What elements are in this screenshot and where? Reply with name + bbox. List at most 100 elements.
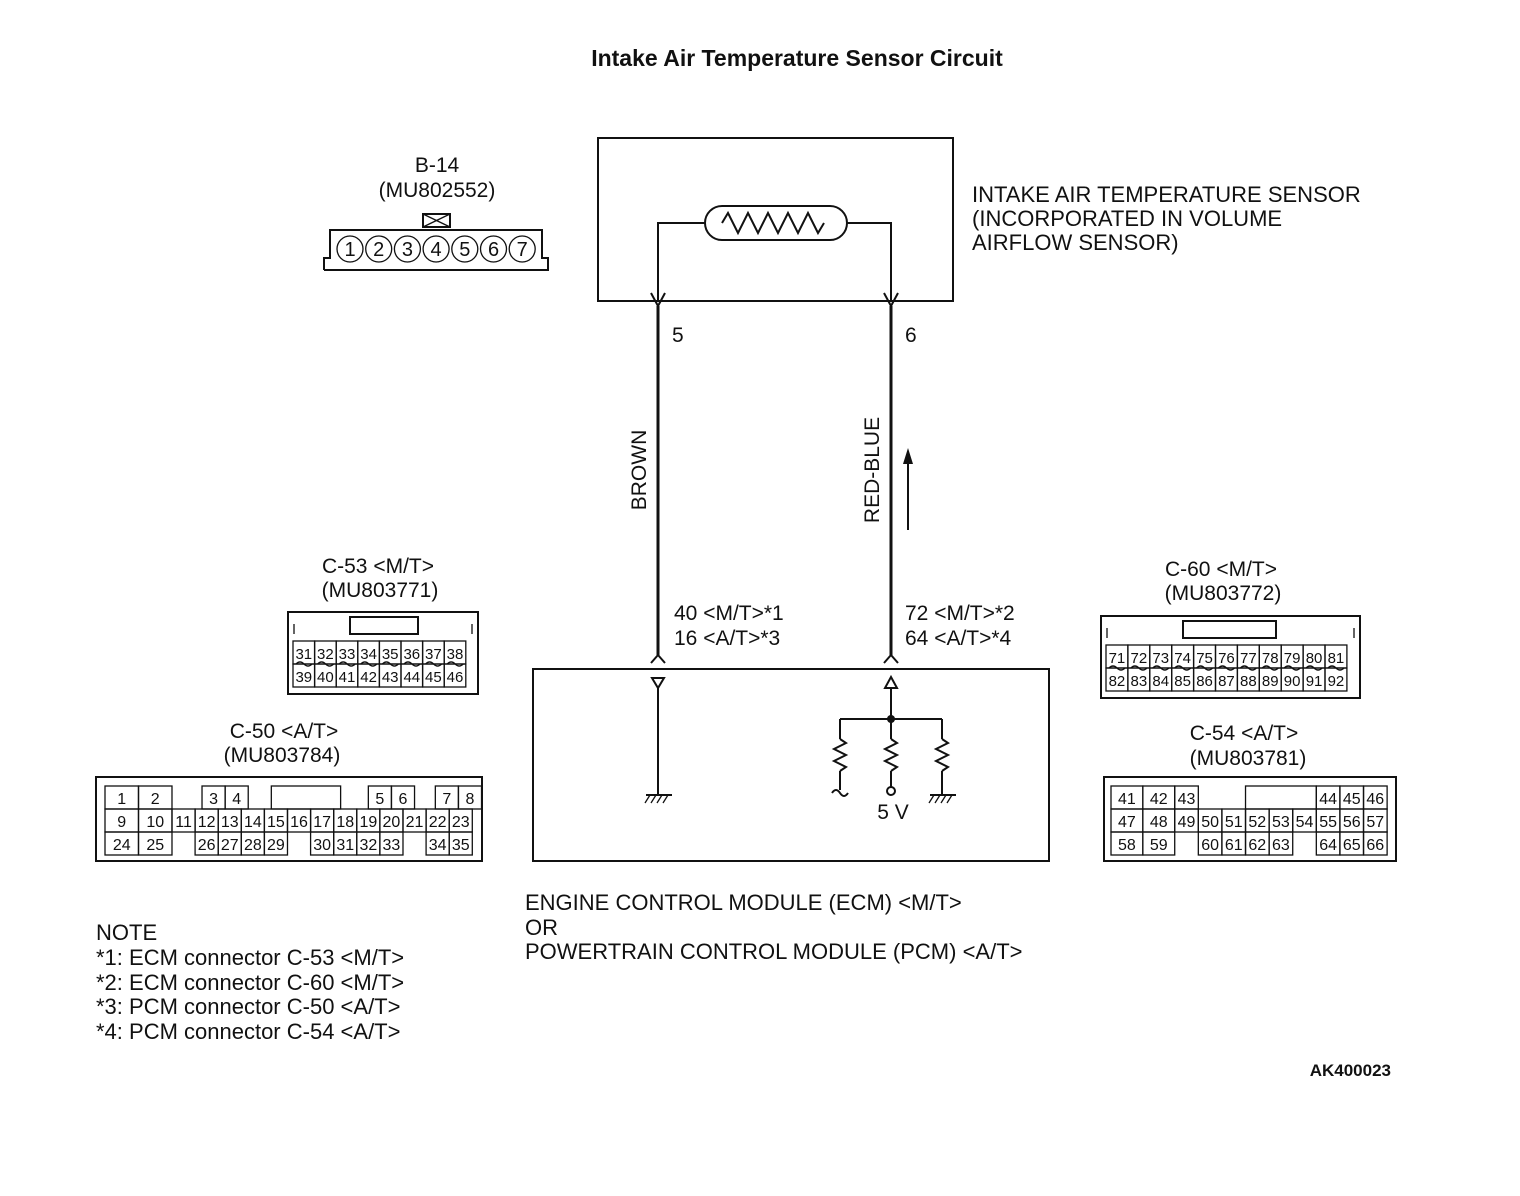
connector-b14-pin-label: 5 (459, 239, 470, 261)
connector-c50-name: C-50 <A/T> (230, 720, 339, 743)
connector-c50-pin-label: 21 (406, 814, 424, 831)
connector-c50-pin-label: 28 (244, 837, 262, 854)
connector-c50-pin-label: 25 (146, 837, 164, 854)
connector-c54-pin-label: 52 (1248, 814, 1266, 831)
connector-c50-pin-label: 34 (429, 837, 447, 854)
c60-pin-label: 76 (1218, 650, 1235, 667)
connector-b14-pin (393, 235, 422, 263)
connector-c54-pin (1268, 831, 1294, 856)
module-label-line-1: ENGINE CONTROL MODULE (ECM) <M/T> (525, 890, 962, 915)
c53-pin-label: 46 (447, 669, 464, 686)
connector-b14-pin-label: 6 (488, 239, 499, 261)
connector-b14-pin-label: 7 (517, 239, 528, 261)
wire-brown-label: BROWN (628, 430, 651, 511)
connector-c50-pin-label: 1 (117, 791, 126, 808)
c53-pin-label: 34 (360, 646, 377, 663)
note-line-3: *3: PCM connector C-50 <A/T> (96, 994, 400, 1019)
c53-pin-label: 31 (295, 646, 312, 663)
connector-c54-pin-label: 65 (1343, 837, 1361, 854)
c60-pin-label: 88 (1240, 673, 1257, 690)
c53-pin-label: 40 (317, 669, 334, 686)
connector-b14-pin (451, 235, 479, 263)
connector-c50-pin-label: 17 (313, 814, 331, 831)
connector-c54-pin (1362, 831, 1388, 856)
connector-c50-pin-label: 19 (359, 814, 377, 831)
connector-c50-housing (95, 776, 483, 862)
connector-c54-pin-label: 51 (1225, 814, 1243, 831)
connector-c50-pin-label: 9 (117, 814, 126, 831)
connector-c54-pin-label: 53 (1272, 814, 1290, 831)
resistor-left (831, 738, 849, 772)
connector-b14-pin (422, 235, 450, 263)
ecm-pin-right-label-2: 64 <A/T>*4 (905, 627, 1012, 650)
connector-c54-pin (1142, 831, 1176, 856)
c53-pin-label: 36 (403, 646, 420, 663)
connector-c54-pin-label: 43 (1178, 791, 1196, 808)
ecm-input-right-triangle (883, 674, 899, 689)
connector-c54-pin-label: 45 (1343, 791, 1361, 808)
connector-c50-pin (263, 831, 289, 856)
sensor-pin-6-label: 6 (905, 324, 917, 347)
connector-b14-pin-label: 1 (344, 239, 355, 261)
note-line-4: *4: PCM connector C-54 <A/T> (96, 1019, 400, 1044)
connector-c50-pin-label: 13 (221, 814, 239, 831)
connector-b14-pin (336, 235, 364, 263)
ground-symbol-right (928, 794, 956, 804)
connector-c50-pin-label: 14 (244, 814, 262, 831)
connector-c60-latch (1182, 620, 1277, 639)
ac-signal-icon (831, 789, 849, 797)
connector-b14-pin-label: 2 (373, 239, 384, 261)
connector-c54-latch (1244, 785, 1317, 810)
connector-c54-pin-label: 64 (1319, 837, 1337, 854)
c60-pin-label: 78 (1262, 650, 1279, 667)
c60-pin-label: 84 (1152, 673, 1169, 690)
ecm-pin-left-label-2: 16 <A/T>*3 (674, 627, 780, 650)
connector-c54-pin-label: 48 (1150, 814, 1168, 831)
connector-c54-part: (MU803781) (1190, 747, 1307, 770)
connector-c50-latch (270, 785, 342, 810)
note-line-1: *1: ECM connector C-53 <M/T> (96, 945, 404, 970)
connector-c54-pin-label: 47 (1118, 814, 1136, 831)
sensor-pin-5-label: 5 (672, 324, 684, 347)
connector-c54-pin-label: 46 (1366, 791, 1384, 808)
connector-c54-pin-label: 63 (1272, 837, 1290, 854)
connector-b14-name: B-14 (415, 154, 460, 177)
connector-c50-pin-label: 11 (175, 814, 192, 831)
module-label-line-3: POWERTRAIN CONTROL MODULE (PCM) <A/T> (525, 939, 1023, 964)
connector-c50-pin-label: 26 (198, 837, 216, 854)
connector-c54-pin-label: 49 (1178, 814, 1196, 831)
c60-pin-label: 85 (1174, 673, 1191, 690)
ecm-module: 5 V (532, 653, 1050, 862)
voltage-source-terminal (886, 786, 896, 796)
c60-pin-label: 82 (1109, 673, 1126, 690)
connector-c50-pin-label: 20 (383, 814, 401, 831)
connector-b14-pin-label: 4 (431, 239, 442, 261)
connector-c50-pin-label: 33 (383, 837, 401, 854)
connector-c60-name: C-60 <M/T> (1165, 558, 1277, 581)
connector-c53-name: C-53 <M/T> (322, 555, 434, 578)
connector-c50-pin-label: 15 (267, 814, 285, 831)
c60-pin-label: 71 (1109, 650, 1126, 667)
c53-pin-label: 32 (317, 646, 334, 663)
signal-direction-arrow (903, 448, 913, 530)
connector-b14-latch (422, 213, 451, 228)
connector-c50-pin (137, 831, 173, 856)
connector-c54-pin-label: 58 (1118, 837, 1136, 854)
connector-c54-pin-label: 66 (1366, 837, 1384, 854)
connector-c54-pin-label: 44 (1319, 791, 1337, 808)
connector-c54-pin-label: 50 (1201, 814, 1219, 831)
sensor-label-line-1: INTAKE AIR TEMPERATURE SENSOR (972, 182, 1361, 207)
ecm-module-box (532, 668, 1050, 862)
ecm-input-left-triangle (650, 677, 666, 690)
resistor-right (933, 738, 951, 772)
connector-c54-pin-label: 57 (1366, 814, 1384, 831)
c53-pin-label: 44 (403, 669, 420, 686)
note-heading: NOTE (96, 920, 157, 945)
ecm-terminal-right (883, 653, 899, 664)
sensor-lead-right (847, 222, 892, 300)
resistor-center (882, 738, 900, 772)
